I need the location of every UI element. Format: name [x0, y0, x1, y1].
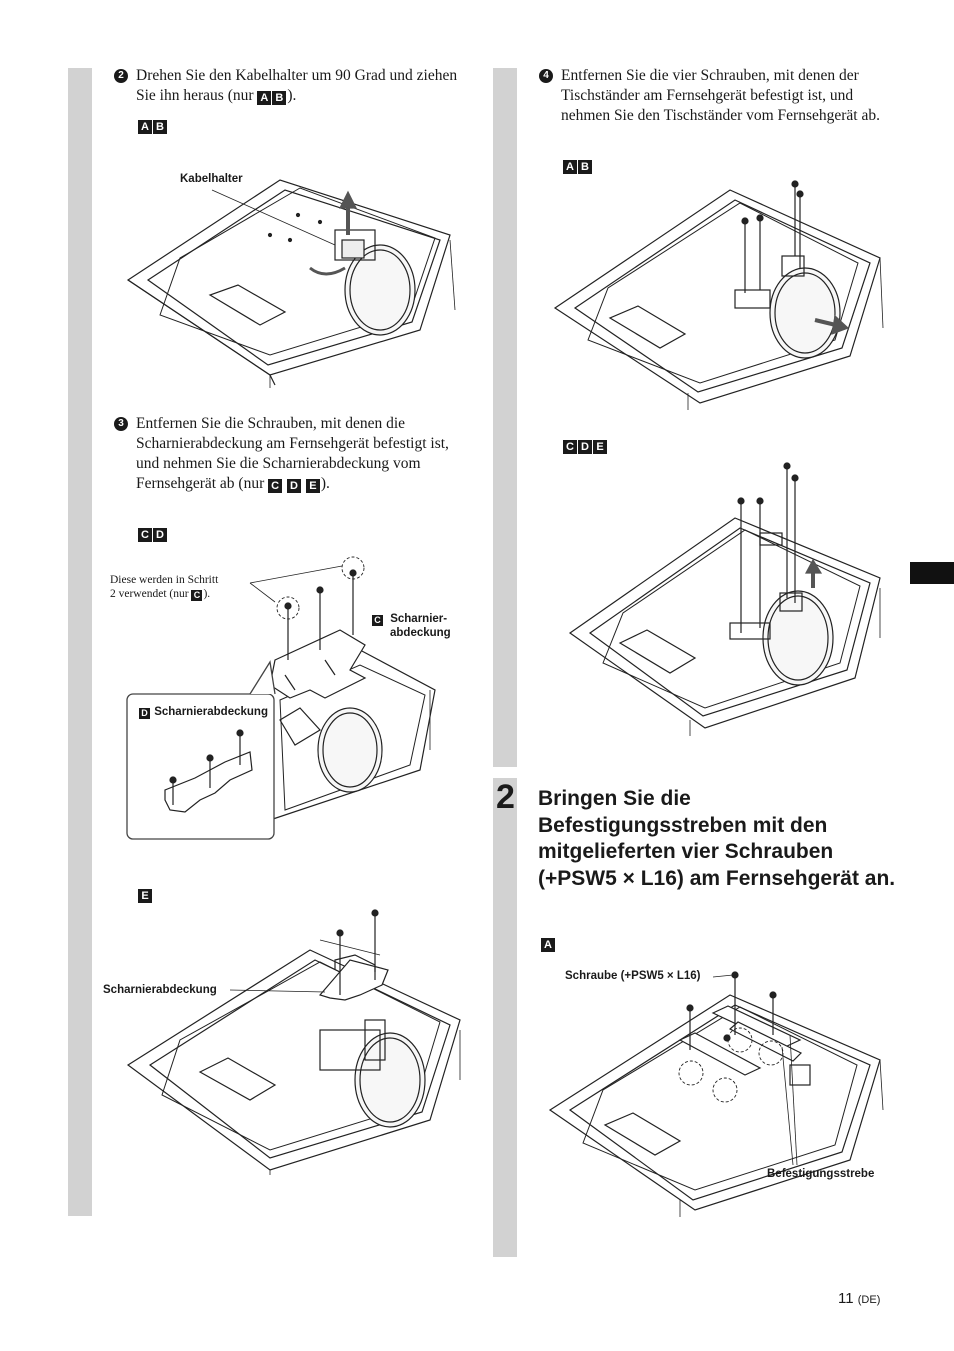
- right-column-bar-bottom: [493, 778, 517, 1257]
- model-badge: D: [153, 528, 167, 542]
- model-badge: B: [578, 160, 592, 174]
- label-kabelhalter: Kabelhalter: [180, 173, 243, 185]
- tv-illustration-hinge-cover-cd: [126, 556, 436, 840]
- left-column-bar: [68, 68, 92, 1216]
- model-badge: E: [305, 479, 320, 493]
- section-heading: Bringen Sie die Befestigungsstreben mit …: [538, 787, 896, 890]
- tv-illustration-cable-holder: [126, 179, 456, 388]
- step-number-4: 4: [539, 69, 553, 83]
- model-badge: C: [191, 590, 203, 601]
- right-column-bar-top: [493, 68, 517, 767]
- label-bracket: Befestigungsstrebe: [767, 1168, 875, 1180]
- section-number: 2: [496, 778, 515, 816]
- model-badge: A: [257, 91, 272, 105]
- step-2-text: Drehen Sie den Kabelhalter um 90 Grad un…: [136, 67, 458, 104]
- chapter-tab: [910, 562, 954, 584]
- model-badge: A: [541, 938, 555, 952]
- model-badge: B: [272, 91, 287, 105]
- step-2: 2 Drehen Sie den Kabelhalter um 90 Grad …: [114, 66, 464, 106]
- step-number-2: 2: [114, 69, 128, 83]
- page-number: 11 (DE): [838, 1290, 881, 1307]
- figure-models-3: E: [138, 885, 153, 903]
- label-screw: Schraube (+PSW5 × L16): [565, 970, 701, 982]
- tv-illustration-stand-removal-ab: [553, 180, 884, 410]
- model-badge: C: [268, 479, 283, 493]
- label-hinge-cover-e: Scharnierabdeckung: [103, 984, 217, 996]
- model-badge: E: [138, 889, 152, 903]
- step-3-text: Entfernen Sie die Schrauben, mit denen d…: [136, 415, 449, 492]
- step-3: 3 Entfernen Sie die Schrauben, mit denen…: [114, 414, 464, 494]
- model-badge: C: [138, 528, 152, 542]
- figure-models-6: A: [541, 934, 556, 952]
- tv-illustration-stand-removal-cde: [568, 462, 881, 736]
- label-screws-note: Diese werden in Schritt 2 verwendet (nur…: [110, 574, 219, 601]
- label-hinge-cover-d: D Scharnierabdeckung: [139, 706, 268, 719]
- model-badge: E: [593, 440, 607, 454]
- model-badge: B: [153, 120, 167, 134]
- model-badge: A: [563, 160, 577, 174]
- step-number-3: 3: [114, 417, 128, 431]
- tv-illustration-hinge-cover-e: [126, 909, 461, 1175]
- step-4: 4 Entfernen Sie die vier Schrauben, mit …: [539, 66, 889, 126]
- model-badge: D: [578, 440, 592, 454]
- model-badge: A: [138, 120, 152, 134]
- model-badge: D: [287, 479, 302, 493]
- tv-illustration-bracket-mounting: [548, 971, 884, 1217]
- label-hinge-cover-c: C Scharnier- abdeckung: [372, 612, 451, 640]
- step-4-text: Entfernen Sie die vier Schrauben, mit de…: [561, 67, 880, 124]
- model-badge: C: [563, 440, 577, 454]
